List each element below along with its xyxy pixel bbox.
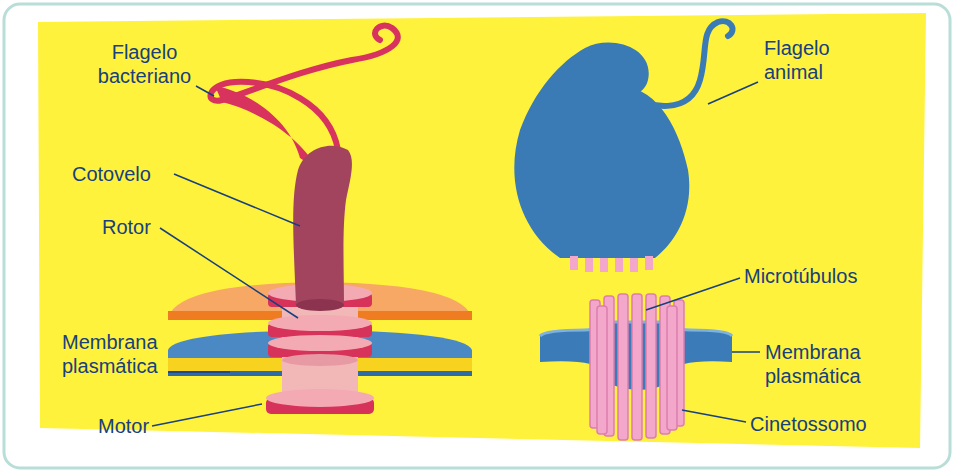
bacterial-flagellum [168,26,472,414]
yellow-ground [38,13,926,448]
part-label: Rotor [102,215,172,239]
part-label: Flagelo animal [764,36,864,84]
animal-flagellum [514,21,732,440]
part-label: Flagelo bacteriano [82,40,207,88]
leader-lines [152,82,760,426]
part-label: Microtúbulos [744,264,894,288]
part-label: Cinetossomo [750,412,900,436]
part-label: Membrana plasmática [765,340,880,388]
part-label: Motor [98,414,168,438]
part-label: Membrana plasmática [62,330,172,378]
part-label: Cotovelo [72,162,182,186]
frame [4,4,950,468]
